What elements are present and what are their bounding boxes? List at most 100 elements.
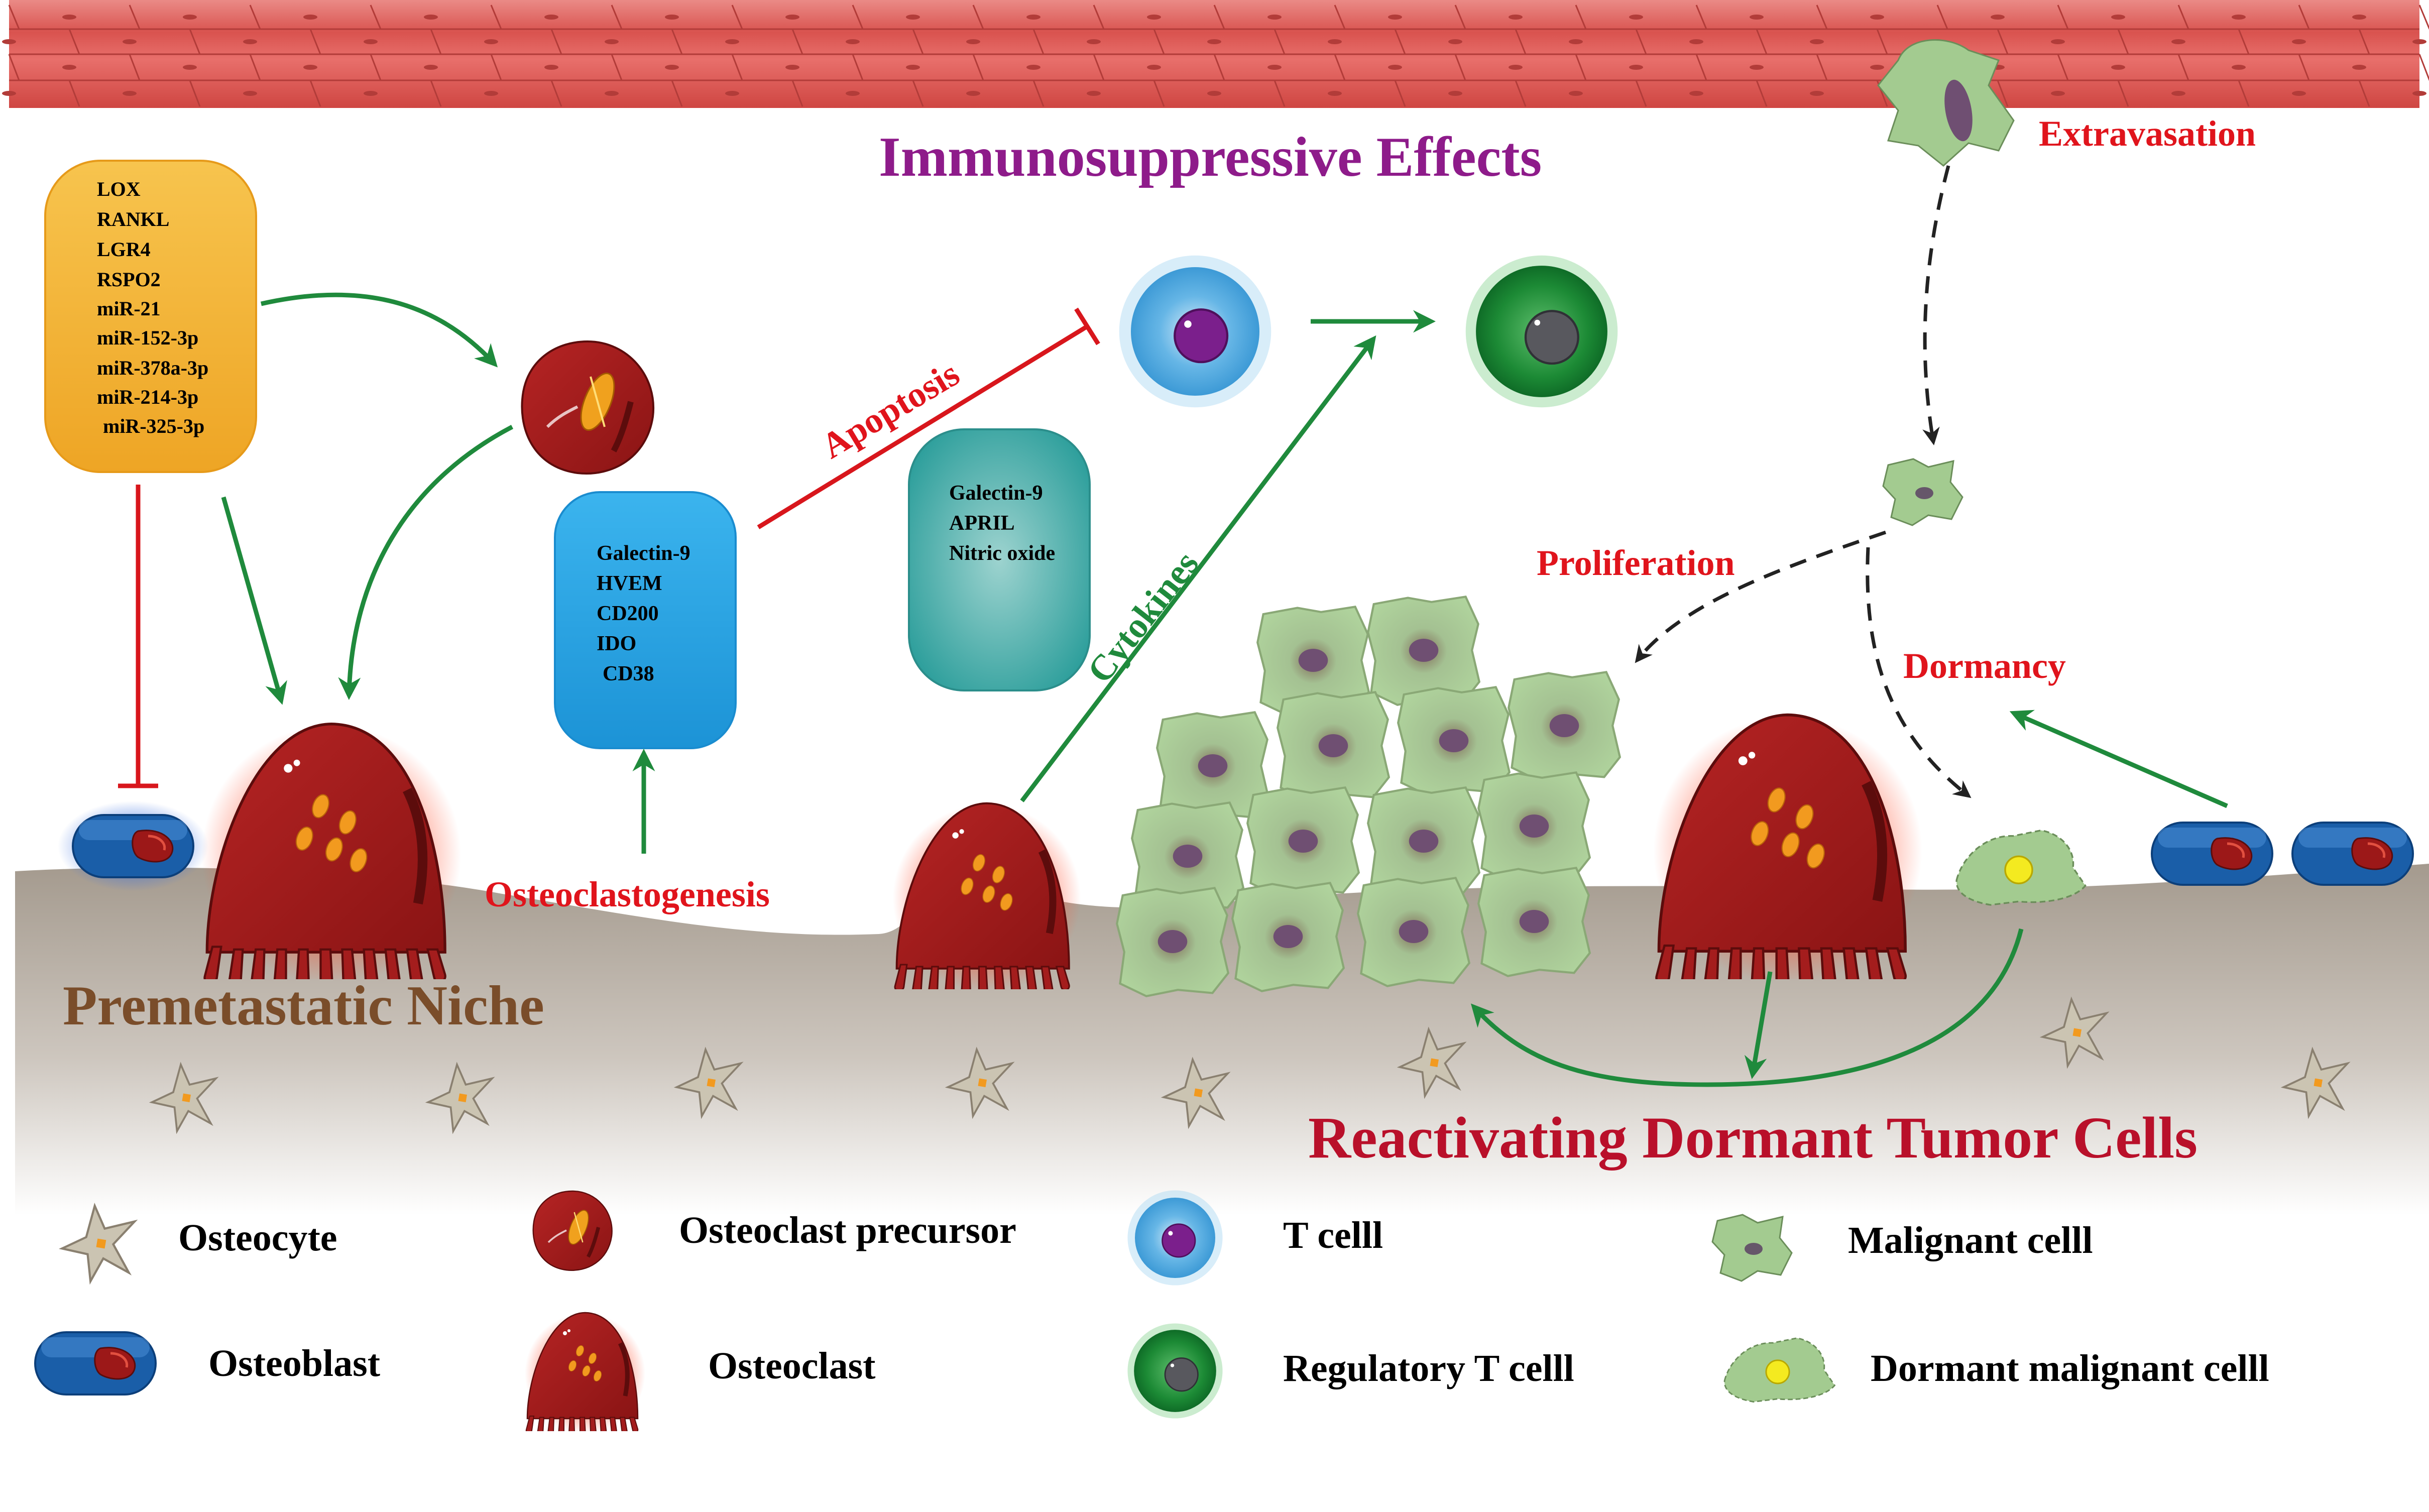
arrow-extravasation-down [1922,165,1950,445]
vessel-cell-nucleus [1870,15,1884,20]
vessel-cell-border [1093,5,1105,30]
vessel-cell-nucleus [1509,15,1523,20]
marker-item: miR-378a-3p [97,357,208,379]
arrow-cytokines [1020,335,1376,802]
vessel-cell-border [2117,80,2129,107]
arrow-markers-to-precursor [261,292,498,368]
vessel-cell-nucleus [1870,65,1884,70]
blood-vessel [2,0,2429,108]
immune-box-1 [554,491,737,749]
vessel-cell-border [791,80,803,107]
vessel-cell-nucleus [605,39,619,44]
arrow-markers-to-osteoclast [221,496,287,705]
vessel-cell-border [852,54,864,81]
legend-dormant-icon [1723,1337,1835,1403]
vessel-cell-border [1575,5,1587,30]
vessel-cell-nucleus [605,91,619,96]
legend-osteoclast-label: Osteoclast [708,1345,875,1387]
vessel-cell-nucleus [2232,15,2246,20]
vessel-cell-nucleus [544,65,558,70]
vessel-cell-border [1756,29,1768,55]
vessel-cell-nucleus [2232,65,2246,70]
marker-item: miR-21 [97,297,161,320]
vessel-cell-nucleus [2,91,16,96]
immune-item: Nitric oxide [949,542,1055,565]
vessel-cell-border [1816,5,1828,30]
vessel-cell-nucleus [846,39,860,44]
vessel-cell-nucleus [1689,39,1703,44]
immune-item: Galectin-9 [949,482,1043,505]
legend-treg-label: Regulatory T celll [1283,1347,1574,1389]
vessel-cell-border [791,29,803,55]
vessel-cell-border [1334,5,1346,30]
vessel-cell-border [370,5,382,30]
vessel-cell-border [1153,29,1165,55]
vessel-cell-nucleus [243,91,257,96]
vessel-cell-border [550,29,562,55]
vessel-cell-nucleus [906,15,920,20]
vessel-cell-border [309,80,321,107]
vessel-cell-nucleus [1207,39,1221,44]
vessel-cell-border [912,29,924,55]
osteoclast-precursor-top [522,341,653,474]
arrow-dormancy [1866,547,1972,798]
legend-osteoclast-icon [525,1313,645,1438]
vessel-cell-nucleus [1991,15,2005,20]
immune-item: CD38 [603,662,654,685]
vessel-cell-border [490,5,502,30]
label-cytokines: Cytokines [1080,544,1207,690]
marker-list: LOX RANKL LGR4 RSPO2 miR-21 miR-152-3p m… [97,178,208,437]
vessel-cell-nucleus [1087,91,1101,96]
vessel-cell-border [490,54,502,81]
t-cell [1119,256,1271,408]
vessel-cell-border [2117,29,2129,55]
vessel-cell-nucleus [1629,15,1643,20]
vessel-cell-nucleus [846,91,860,96]
vessel-cell-border [2177,5,2189,30]
vessel-cell-border [731,5,743,30]
arrow-proliferation [1635,530,1887,663]
legend-osteoblast-icon [35,1332,156,1394]
vessel-cell-nucleus [424,65,438,70]
vessel-cell-nucleus [665,15,679,20]
vessel-cell-border [1334,54,1346,81]
vessel-cell-border [2418,5,2429,30]
osteoblast-cells [58,801,2413,891]
marker-item: miR-325-3p [103,415,204,437]
arrow-reactivation-loop [1470,928,2024,1087]
vessel-cell-border [1936,5,1948,30]
vessel-cell-nucleus [2051,91,2065,96]
marker-item: RSPO2 [97,268,161,291]
vessel-cell-nucleus [364,39,378,44]
vessel-cell-border [2177,54,2189,81]
vessel-cell-border [1515,80,1527,107]
vessel-cell-border [1816,54,1828,81]
arrow-osteoclast-down [1744,971,1773,1079]
vessel-cell-border [1274,80,1286,107]
marker-item: LGR4 [97,238,151,261]
title-premetastatic-niche: Premetastatic Niche [63,975,544,1037]
vessel-cell-border [1032,80,1045,107]
vessel-cell-nucleus [1207,91,1221,96]
vessel-cell-border [249,5,261,30]
vessel-cell-border [2057,54,2069,81]
vessel-cell-border [430,29,442,55]
vessel-cell-nucleus [1448,91,1462,96]
immune-item: Galectin-9 [597,542,690,565]
regulatory-t-cell [1466,256,1618,408]
vessel-cell-border [912,80,924,107]
vessel-cell-border [430,80,442,107]
vessel-cell-border [1274,29,1286,55]
vessel-cell-nucleus [1026,15,1040,20]
label-proliferation: Proliferation [1537,543,1735,583]
vessel-cell-nucleus [1629,65,1643,70]
vessel-cell-border [1575,54,1587,81]
vessel-cell-nucleus [544,15,558,20]
vessel-cell-border [2298,54,2310,81]
vessel-cell-border [2238,80,2250,107]
vessel-cell-border [550,80,562,107]
immune-box-2-list: Galectin-9 APRIL Nitric oxide [949,482,1055,565]
vessel-cell-nucleus [123,39,137,44]
vessel-cell-nucleus [2352,15,2366,20]
vessel-cell-nucleus [1147,65,1161,70]
